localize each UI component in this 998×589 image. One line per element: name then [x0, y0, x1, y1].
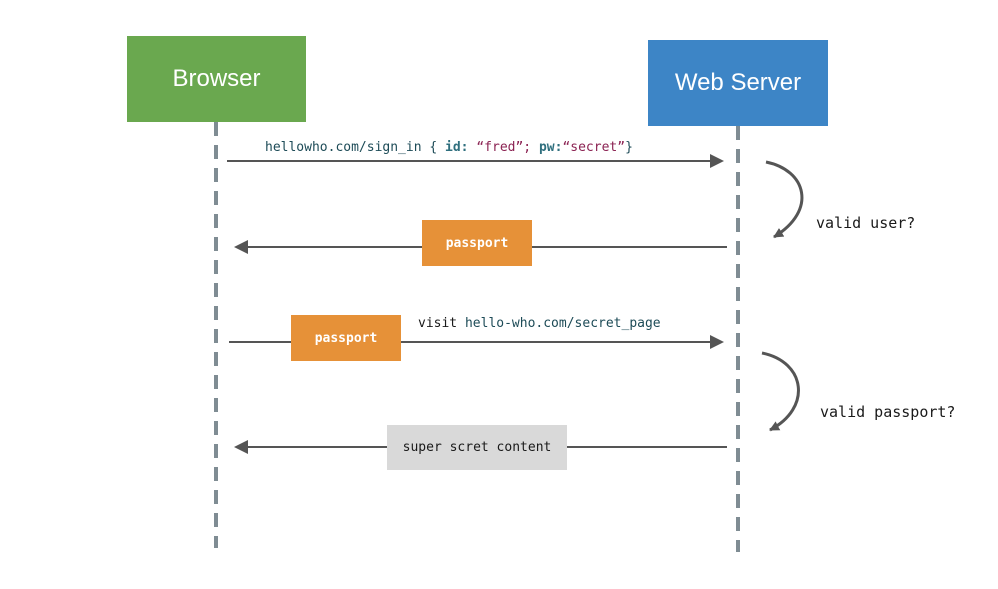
sign-in-id-key: id: [445, 140, 469, 155]
passport-request-label: passport [314, 330, 378, 346]
web-server-label: Web Server [674, 69, 802, 96]
sign-in-id-value: “fred”; [476, 140, 532, 155]
sign-in-close-brace: } [625, 140, 633, 155]
secret-content-label: super scret content [402, 440, 552, 455]
secret-content-box: super scret content [387, 425, 567, 470]
valid-user-loop-arrow [765, 160, 804, 239]
sign-in-pw-key: pw: [538, 140, 563, 155]
valid-passport-loop-arrow [761, 351, 800, 432]
sign-in-pw-value: “secret” [562, 140, 626, 155]
valid-passport-note: valid passport? [820, 403, 956, 421]
sign-in-open-brace: { [429, 140, 438, 155]
passport-request-tag: passport [291, 315, 401, 361]
browser-label: Browser [172, 65, 261, 92]
browser-actor: Browser [127, 36, 306, 122]
visit-message: visit hello-who.com/secret_page [418, 316, 661, 331]
passport-response-tag: passport [422, 220, 532, 266]
passport-response-label: passport [445, 235, 509, 251]
sign-in-url: hellowho.com/sign_in [265, 140, 422, 155]
visit-prefix: visit [418, 316, 458, 331]
visit-url: hello-who.com/secret_page [464, 316, 661, 331]
web-server-actor: Web Server [648, 40, 828, 126]
valid-user-note: valid user? [816, 214, 916, 232]
sign-in-message: hellowho.com/sign_in { id: “fred”; pw:“s… [265, 140, 633, 155]
